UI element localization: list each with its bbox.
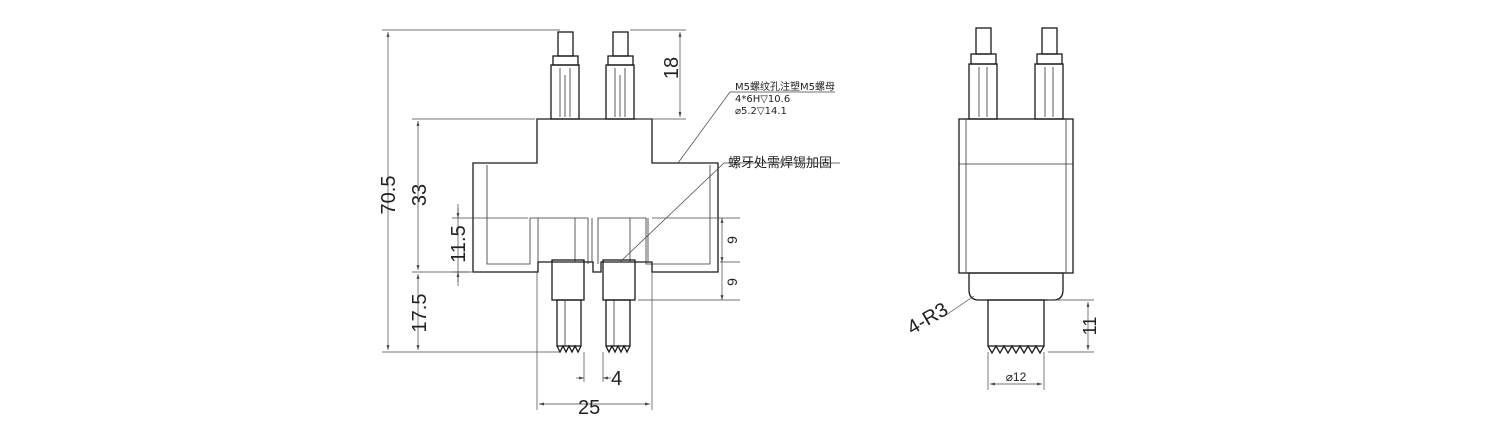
front-sleeve-left	[551, 259, 585, 301]
dim-cavity-depth: 11.5	[448, 204, 528, 286]
front-pin-right	[605, 31, 635, 120]
dim-pin-height-label: 18	[661, 57, 683, 79]
dim-pin-height: 18	[630, 29, 686, 120]
dim-pin-gap-label: 4	[611, 368, 622, 390]
front-tip-right	[605, 299, 631, 354]
note-solder: 螺牙处需焊锡加固	[728, 155, 832, 171]
side-tip	[987, 299, 1045, 355]
dim-upper-9-label: 9	[724, 236, 740, 244]
dim-side-tip-length-label: 11	[1080, 317, 1100, 336]
dim-cavity-depth-label: 11.5	[448, 225, 470, 262]
side-body	[958, 118, 1074, 274]
front-tip-left	[556, 299, 582, 354]
dim-body-width: 25	[536, 272, 653, 419]
dim-tip-length-label: 17.5	[409, 294, 431, 333]
dim-overall-height-label: 70.5	[378, 176, 400, 215]
dim-body-width-label: 25	[578, 397, 600, 419]
dim-lower-9-label: 9	[724, 278, 740, 286]
front-pin-left	[550, 31, 580, 120]
note-thread-line2: 4*6H▽10.6	[735, 94, 790, 105]
front-view: 70.5 33 17.5 11.5 18	[378, 29, 840, 419]
dim-corner-radius-label: 4-R3	[904, 299, 953, 340]
front-body	[472, 118, 719, 273]
front-cavity	[486, 165, 711, 265]
dim-tip-diameter-label: ⌀12	[1006, 370, 1027, 384]
note-thread-line3: ⌀5.2▽14.1	[735, 106, 787, 117]
dim-tip-length: 17.5	[409, 274, 431, 350]
dim-body-height-label: 33	[409, 184, 431, 206]
dim-overall-height: 70.5	[378, 29, 560, 353]
dim-pin-gap: 4	[576, 352, 622, 390]
side-pin-left	[968, 27, 998, 120]
dim-side-tip-length: 11	[1048, 299, 1100, 353]
note-thread-line1: M5螺纹孔注塑M5螺母	[735, 80, 835, 93]
side-lower-block	[968, 272, 1064, 301]
dim-body-height: 33	[409, 118, 535, 273]
front-sleeve-right	[602, 259, 636, 301]
side-pin-right	[1034, 27, 1064, 120]
side-view: 4-R3 11 ⌀12	[904, 27, 1100, 390]
dim-tip-diameter: ⌀12	[987, 352, 1045, 390]
